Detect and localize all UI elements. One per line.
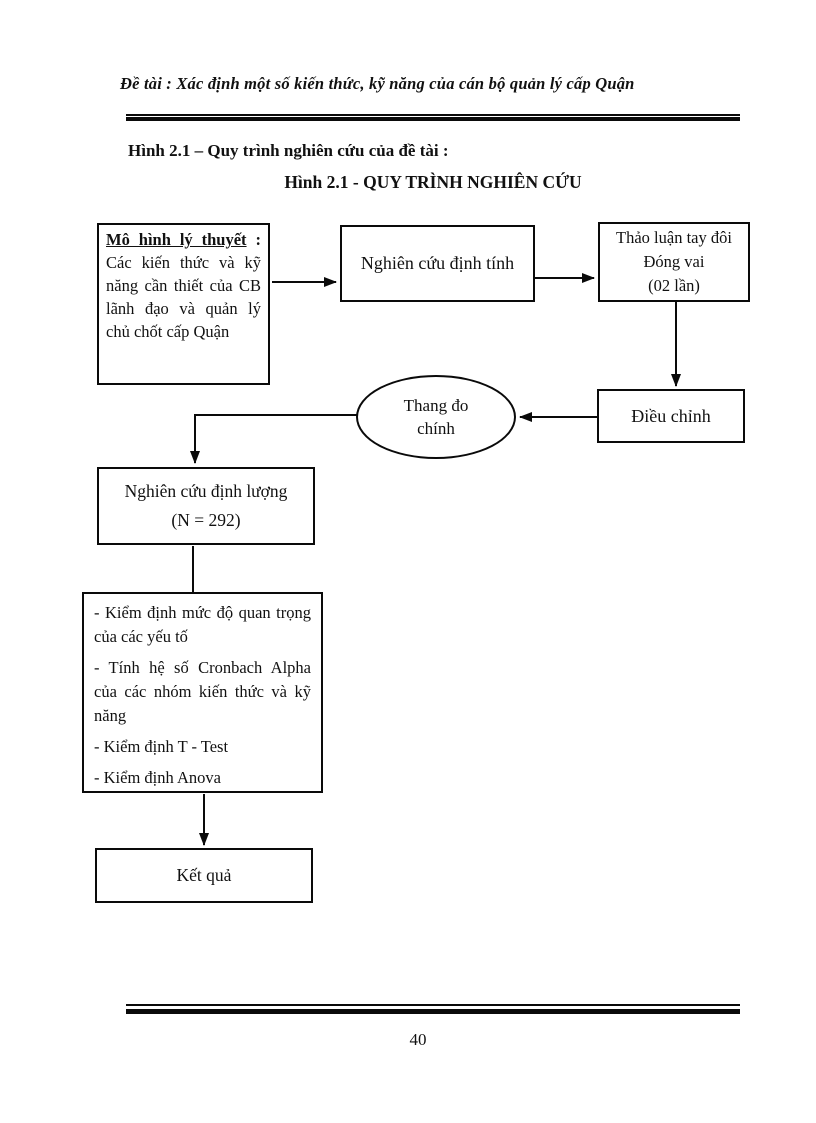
quantitative-research-box: Nghiên cứu định lượng (N = 292)	[97, 467, 315, 545]
analysis-steps-box: - Kiểm định mức độ quan trọng của các yế…	[82, 592, 323, 793]
main-scale-ellipse: Thang đo chính	[356, 375, 516, 459]
analysis-item: - Tính hệ số Cronbach Alpha của các nhóm…	[94, 658, 311, 725]
discussion-line-1: Thảo luận tay đôi	[616, 228, 732, 247]
main-scale-line-2: chính	[417, 419, 455, 438]
main-scale-line-1: Thang đo	[403, 396, 469, 415]
analysis-item: - Kiểm định T - Test	[94, 737, 229, 756]
discussion-line-3: (02 lần)	[648, 276, 700, 295]
running-header-title: Đề tài : Xác định một số kiến thức, kỹ n…	[120, 74, 635, 93]
footer-rule	[126, 1004, 740, 1014]
connector-ellipse-to-quantitative	[190, 414, 357, 464]
discussion-line-2: Đóng vai	[643, 252, 705, 271]
result-box: Kết quả	[95, 848, 313, 903]
theory-model-body: Các kiến thức và kỹ năng cần thiết của C…	[106, 253, 261, 341]
qualitative-research-label: Nghiên cứu định tính	[360, 253, 515, 273]
analysis-item: - Kiểm định mức độ quan trọng của các yế…	[94, 603, 311, 646]
theory-model-title: Mô hình lý thuyết	[106, 230, 247, 249]
quantitative-sample-size: (N = 292)	[171, 510, 241, 530]
adjustment-label: Điều chỉnh	[631, 405, 711, 426]
figure-title: Hình 2.1 - QUY TRÌNH NGHIÊN CỨU	[284, 172, 582, 192]
qualitative-research-box: Nghiên cứu định tính	[340, 225, 535, 302]
discussion-roleplay-box: Thảo luận tay đôi Đóng vai (02 lần)	[598, 222, 750, 302]
analysis-item: - Kiểm định Anova	[94, 768, 221, 787]
result-label: Kết quả	[176, 865, 232, 885]
theory-model-title-colon: :	[246, 230, 262, 249]
theory-model-box: Mô hình lý thuyết : Các kiến thức và kỹ …	[97, 223, 270, 385]
quantitative-research-label: Nghiên cứu định lượng	[124, 481, 288, 501]
page-number: 40	[409, 1030, 427, 1049]
adjustment-box: Điều chỉnh	[597, 389, 745, 443]
figure-caption: Hình 2.1 – Quy trình nghiên cứu của đề t…	[128, 141, 449, 160]
header-rule	[126, 114, 740, 121]
